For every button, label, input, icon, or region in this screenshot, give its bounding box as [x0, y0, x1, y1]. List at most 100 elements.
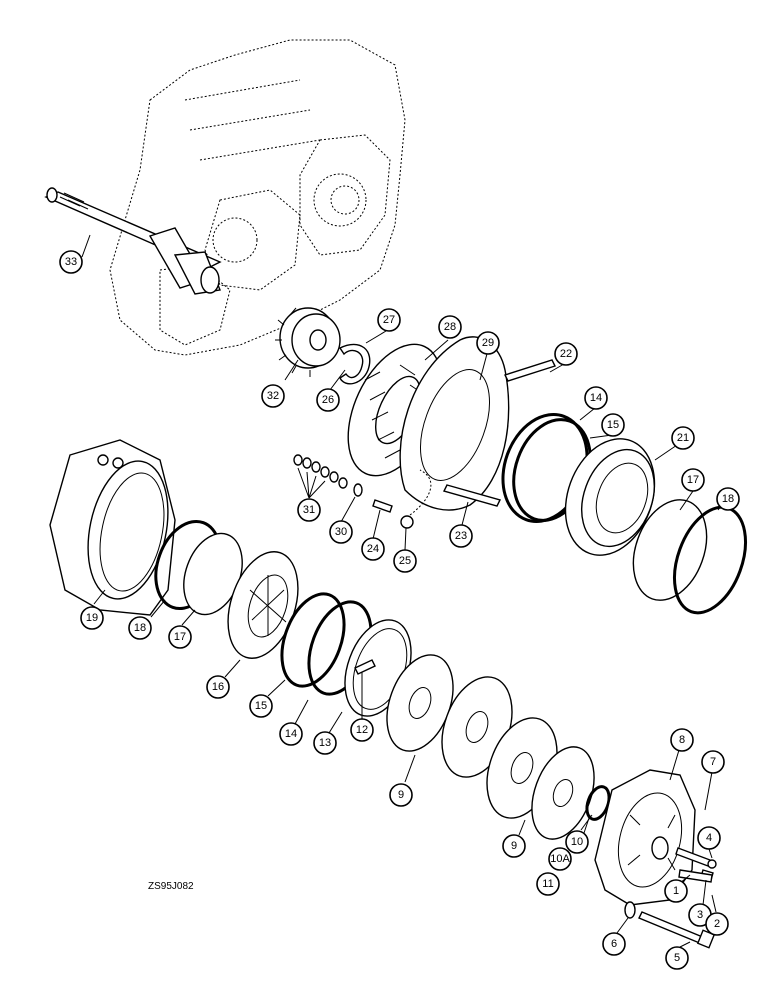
- callout-5: 5: [665, 946, 689, 970]
- callout-label: 17: [174, 631, 186, 643]
- callout-label: 25: [399, 555, 411, 567]
- callout-9-left: 9: [389, 783, 413, 807]
- end-cover: [594, 769, 696, 906]
- callout-29: 29: [476, 331, 500, 355]
- callout-13: 13: [313, 731, 337, 755]
- dowel-pin: [442, 484, 502, 507]
- callout-9-right: 9: [502, 834, 526, 858]
- callout-label: 32: [267, 390, 279, 402]
- callout-label: 5: [674, 952, 680, 964]
- callout-label: 10A: [550, 853, 570, 865]
- callout-28: 28: [438, 315, 462, 339]
- callout-label: 13: [319, 737, 331, 749]
- callout-27: 27: [377, 308, 401, 332]
- callout-label: 14: [285, 728, 297, 740]
- callout-label: 17: [687, 474, 699, 486]
- callout-15-lower: 15: [249, 694, 273, 718]
- callout-label: 27: [383, 314, 395, 326]
- callout-24: 24: [361, 537, 385, 561]
- pin: [354, 659, 376, 675]
- callout-label: 15: [607, 419, 619, 431]
- cap-screw: [678, 869, 713, 883]
- seal-ring: [280, 592, 346, 688]
- washer: [707, 859, 717, 869]
- transmission-housing: [109, 39, 406, 356]
- callout-label: 29: [482, 337, 494, 349]
- separator-disc: [386, 654, 454, 752]
- callout-19: 19: [80, 606, 104, 630]
- callout-25: 25: [393, 549, 417, 573]
- callout-label: 24: [367, 543, 379, 555]
- callout-label: 23: [455, 530, 467, 542]
- backing-plate: [399, 336, 510, 511]
- callout-12: 12: [350, 718, 374, 742]
- callout-14-lower: 14: [279, 722, 303, 746]
- small-washers: [293, 454, 348, 489]
- callout-7: 7: [701, 750, 725, 774]
- callout-label: 8: [679, 734, 685, 746]
- piston: [564, 438, 656, 556]
- output-shaft: [44, 187, 222, 295]
- callout-label: 18: [722, 493, 734, 505]
- callout-1: 1: [664, 879, 688, 903]
- leader-lines: [81, 234, 727, 948]
- callout-18-upper: 18: [716, 487, 740, 511]
- callout-10: 10: [565, 830, 589, 854]
- callout-2: 2: [705, 912, 729, 936]
- callout-label: 30: [335, 526, 347, 538]
- callout-30: 30: [329, 520, 353, 544]
- callout-label: 4: [706, 832, 712, 844]
- callout-6: 6: [602, 932, 626, 956]
- callout-label: 1: [673, 885, 679, 897]
- callout-label: 18: [134, 622, 146, 634]
- callout-label: 3: [697, 909, 703, 921]
- dowel-pin: [504, 359, 556, 382]
- callout-15-upper: 15: [601, 413, 625, 437]
- callout-label: 10: [571, 836, 583, 848]
- callout-label: 28: [444, 321, 456, 333]
- callout-26: 26: [316, 388, 340, 412]
- callout-label: 15: [255, 700, 267, 712]
- fitting: [400, 515, 414, 529]
- bolt-head: [696, 929, 716, 949]
- ring: [632, 499, 708, 601]
- callout-4: 4: [697, 826, 721, 850]
- brake-housing: [49, 439, 176, 616]
- spring-pin: [372, 499, 393, 513]
- figure-id: ZS95J082: [148, 881, 194, 892]
- callout-label: 26: [322, 394, 334, 406]
- callout-16: 16: [206, 675, 230, 699]
- callout-21: 21: [671, 426, 695, 450]
- callout-17-lower: 17: [168, 625, 192, 649]
- clip: [353, 483, 363, 497]
- callout-23: 23: [449, 524, 473, 548]
- callout-label: 22: [560, 348, 572, 360]
- callout-label: 14: [590, 392, 602, 404]
- callout-14-upper: 14: [584, 386, 608, 410]
- separator-disc: [531, 746, 595, 840]
- callout-32: 32: [261, 384, 285, 408]
- callout-label: 16: [212, 681, 224, 693]
- callout-label: 11: [542, 878, 553, 890]
- callout-label: 2: [714, 918, 720, 930]
- callout-label: 6: [611, 938, 617, 950]
- callout-18-lower: 18: [128, 616, 152, 640]
- gear: [275, 307, 341, 377]
- callout-label: 33: [65, 256, 77, 268]
- callout-label: 12: [356, 724, 368, 736]
- callout-label: 9: [398, 789, 404, 801]
- callout-label: 7: [710, 756, 716, 768]
- callout-label: 21: [677, 432, 689, 444]
- callout-31: 31: [297, 498, 321, 522]
- callout-17-upper: 17: [681, 468, 705, 492]
- callout-label: 31: [303, 504, 315, 516]
- callout-22: 22: [554, 342, 578, 366]
- callout-10A: 10A: [548, 847, 572, 871]
- callout-label: 9: [511, 840, 517, 852]
- callout-8: 8: [670, 728, 694, 752]
- washer: [624, 901, 636, 919]
- callout-33: 33: [59, 250, 83, 274]
- callout-label: 19: [86, 612, 98, 624]
- callout-11: 11: [536, 872, 560, 896]
